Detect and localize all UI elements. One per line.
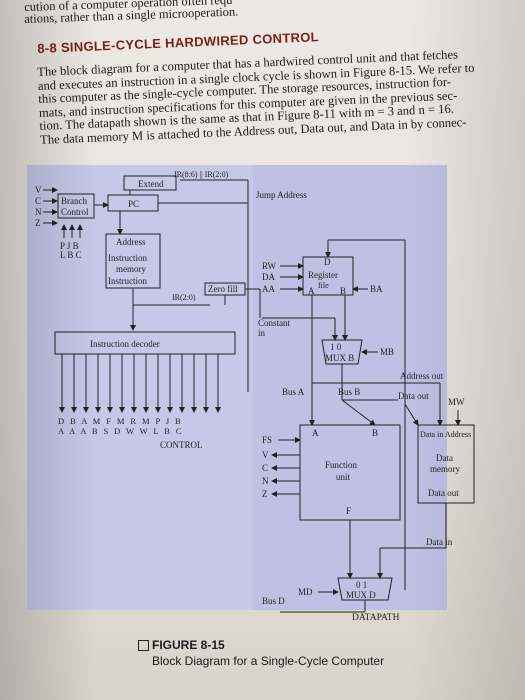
control-signals-row-1: D B A M F M R M P J B — [58, 416, 183, 426]
extend-box — [123, 175, 177, 191]
decoder-output-lines — [59, 354, 221, 413]
data-in-label: Data in — [426, 537, 453, 547]
fu-f-label: F — [346, 506, 351, 516]
md-label: MD — [298, 587, 313, 597]
instruction-decoder-label: Instruction decoder — [90, 339, 160, 349]
flag-c-left: C — [35, 196, 41, 206]
im-instruction-label: Instruction — [108, 253, 147, 263]
file-label: file — [318, 281, 329, 290]
ir-fields-label: IR(8:6) || IR(2:0) — [174, 170, 229, 179]
lbc-label: L B C — [60, 250, 82, 260]
mw-label: MW — [448, 397, 465, 407]
im-memory-label: memory — [116, 264, 146, 274]
da-label: DA — [262, 272, 275, 282]
reg-a-label: A — [308, 286, 315, 296]
function-label: Function — [325, 460, 358, 470]
instruction-decoder-box — [54, 331, 236, 355]
zero-fill-label: Zero fill — [208, 284, 238, 294]
bus-b-label: Bus B — [338, 387, 360, 397]
im-instruction-out-label: Instruction — [108, 276, 147, 286]
im-address-label: Address — [116, 237, 146, 247]
mux-b-label: MUX B — [325, 353, 354, 363]
bus-d-label: Bus D — [262, 596, 285, 606]
mux-b-inputs: 1 0 — [330, 342, 342, 352]
mux-d-label: MUX D — [346, 590, 376, 600]
ba-label: BA — [370, 284, 383, 294]
address-out-label: Address out — [400, 371, 444, 381]
flag-z-fu: Z — [262, 489, 268, 499]
extend-label: Extend — [138, 179, 164, 189]
pjb-label: P J B — [60, 241, 79, 251]
constant-in-label: in — [258, 328, 266, 338]
figure-caption: Block Diagram for a Single-Cycle Compute… — [152, 654, 385, 668]
fu-a-label: A — [312, 428, 319, 438]
control-label: Control — [61, 207, 89, 217]
figure-marker-icon — [138, 640, 149, 651]
register-label: Register — [308, 270, 338, 280]
fs-label: FS — [262, 435, 272, 445]
rw-label: RW — [262, 261, 277, 271]
branch-control-box — [57, 193, 95, 219]
dm-data-label: Data — [436, 453, 453, 463]
bus-a-label: Bus A — [282, 387, 305, 397]
flag-v-fu: V — [262, 450, 269, 460]
dm-datain-address-label: Data in Address — [420, 430, 471, 439]
jump-address-label: Jump Address — [256, 190, 307, 200]
mb-label: MB — [380, 347, 394, 357]
flag-n-fu: N — [262, 476, 269, 486]
dm-data-out-label: Data out — [428, 488, 459, 498]
control-label-caption: CONTROL — [160, 440, 203, 450]
constant-label: Constant — [258, 318, 291, 328]
figure-number: FIGURE 8-15 — [152, 638, 225, 652]
data-out-top-label: Data out — [398, 391, 429, 401]
mux-b — [321, 339, 363, 365]
dm-memory-label: memory — [430, 464, 460, 474]
reg-d-label: D — [324, 257, 331, 267]
fu-b-label: B — [372, 428, 378, 438]
flag-c-fu: C — [262, 463, 268, 473]
branch-label: Branch — [61, 196, 87, 206]
mux-d — [337, 577, 393, 601]
pc-label: PC — [128, 199, 139, 209]
flag-n-left: N — [35, 207, 42, 217]
reg-b-label: B — [340, 286, 346, 296]
aa-label: AA — [262, 284, 275, 294]
flag-z-left: Z — [35, 218, 41, 228]
datapath-label: DATAPATH — [352, 613, 400, 623]
flag-v-left: V — [35, 185, 42, 195]
unit-label: unit — [336, 472, 351, 482]
control-signals-row-2: A A A B S D W W L B C — [58, 426, 183, 436]
ir-20-label: IR(2:0) — [172, 293, 196, 302]
mux-d-inputs: 0 1 — [356, 580, 367, 590]
